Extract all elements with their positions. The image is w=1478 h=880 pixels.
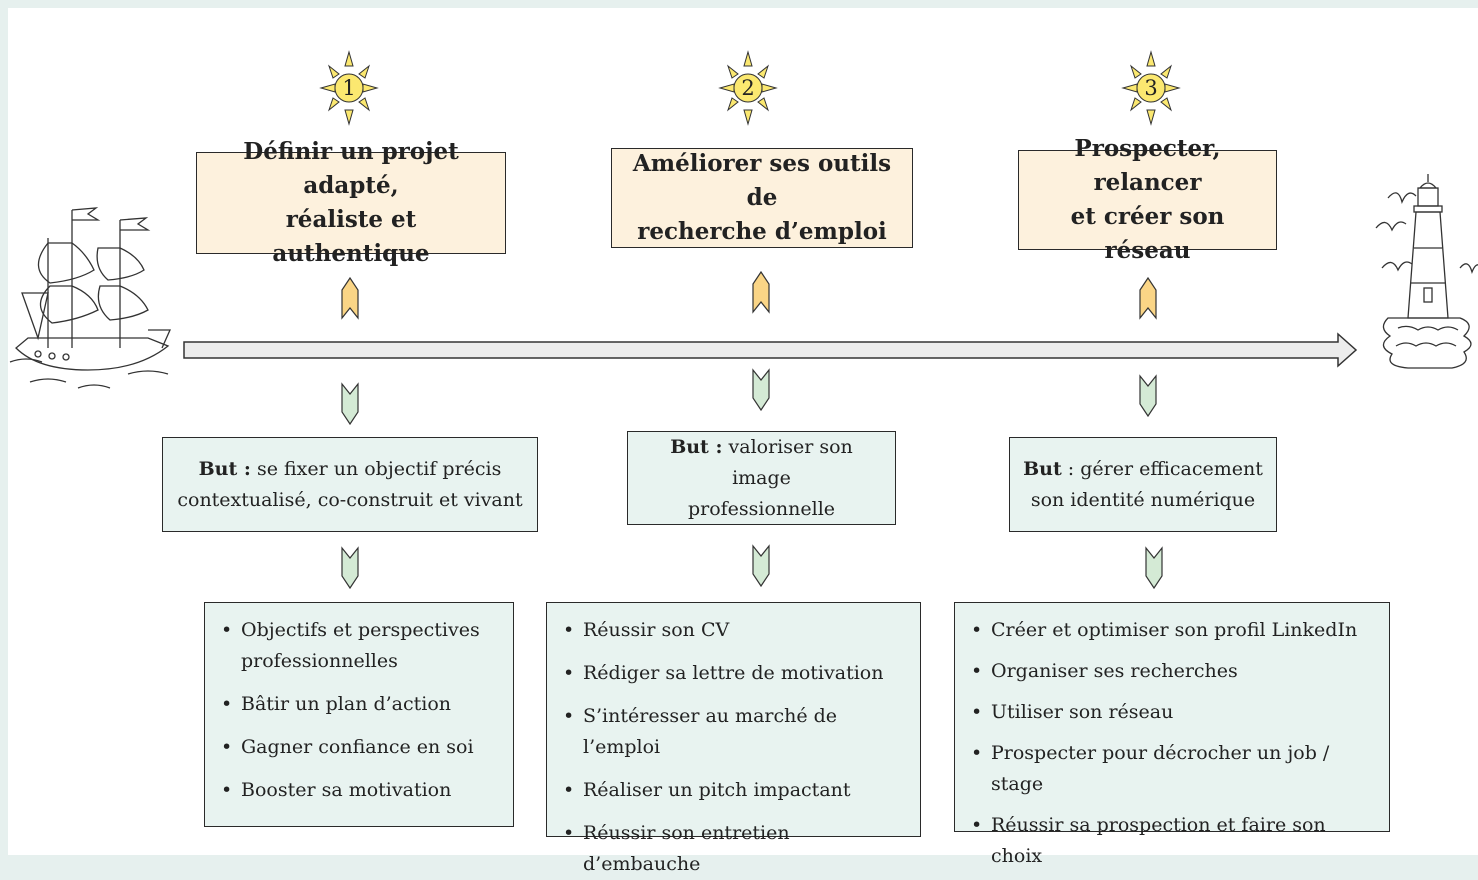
timeline-arrow [183,332,1358,368]
step-title: Définir un projet adapté, réaliste et aut… [196,138,506,267]
diagram-canvas: 1 Définir un projet adapté, réaliste et a… [8,8,1478,875]
list-item: Rédiger sa lettre de motivation [561,658,906,701]
actions-list: Objectifs et perspectives professionnell… [204,602,514,827]
sun-icon [718,50,778,126]
goal-box: But : gérer efficacement son identité num… [1009,437,1277,532]
list-item: Réussir son CV [561,615,906,658]
list-item: Organiser ses recherches [969,656,1375,697]
list-item: Réaliser un pitch impactant [561,775,906,818]
sun-icon [319,50,379,126]
list-item: S’intéresser au marché de l’emploi [561,701,906,775]
list-item: Objectifs et perspectives professionnell… [219,615,499,689]
step-number: 3 [1144,76,1158,100]
list-item: Utiliser son réseau [969,697,1375,738]
goal-box: But : se fixer un objectif précis context… [162,437,538,532]
down-chevron-icon [752,544,770,588]
goal-box: But : valoriser son image professionnelle [627,431,896,525]
goal-text: valoriser son image [722,435,853,489]
list-item: Bâtir un plan d’action [219,689,499,732]
goal-text: contextualisé, co-construit et vivant [177,488,523,511]
step-title: Améliorer ses outils de recherche d’emplo… [611,148,913,248]
goal-text: se fixer un objectif précis [250,457,502,480]
goal-text: son identité numérique [1030,488,1256,511]
list-item: Réussir sa prospection et faire son choi… [969,810,1375,872]
list-item: Réussir son entretien d’embauche [561,818,906,880]
list-item: Créer et optimiser son profil LinkedIn [969,615,1375,656]
up-chevron-icon [752,270,770,314]
list-item: Booster sa motivation [219,775,499,806]
down-chevron-icon [752,368,770,412]
down-chevron-icon [341,546,359,590]
actions-list: Créer et optimiser son profil LinkedIn O… [954,602,1390,867]
list-item: Gagner confiance en soi [219,732,499,775]
lighthouse-icon [1375,174,1478,369]
goal-label: But : [198,457,251,480]
step-title-line: recherche d’emploi [637,218,887,245]
up-chevron-icon [1139,276,1157,320]
actions-list: Réussir son CV Rédiger sa lettre de moti… [546,602,921,875]
step-title-line: Améliorer ses outils de [632,150,892,211]
list-item: Prospecter pour décrocher un job / stage [969,738,1375,810]
step-number: 1 [342,76,356,100]
up-chevron-icon [341,276,359,320]
ship-icon [9,207,172,389]
goal-text: : gérer efficacement [1061,457,1263,480]
step-title-line: réaliste et authentique [272,206,430,267]
step-title: Prospecter, relancer et créer son réseau [1018,135,1277,264]
sun-icon [1121,50,1181,126]
down-chevron-icon [341,382,359,426]
goal-label: But [1023,457,1062,480]
down-chevron-icon [1139,374,1157,418]
step-number: 2 [741,76,755,100]
step-title-line: Prospecter, relancer [1074,135,1221,196]
step-title-line: Définir un projet adapté, [243,138,459,199]
step-title-line: et créer son réseau [1070,203,1225,264]
goal-label: But : [670,435,723,458]
goal-text: professionnelle [687,497,836,520]
down-chevron-icon [1145,546,1163,590]
